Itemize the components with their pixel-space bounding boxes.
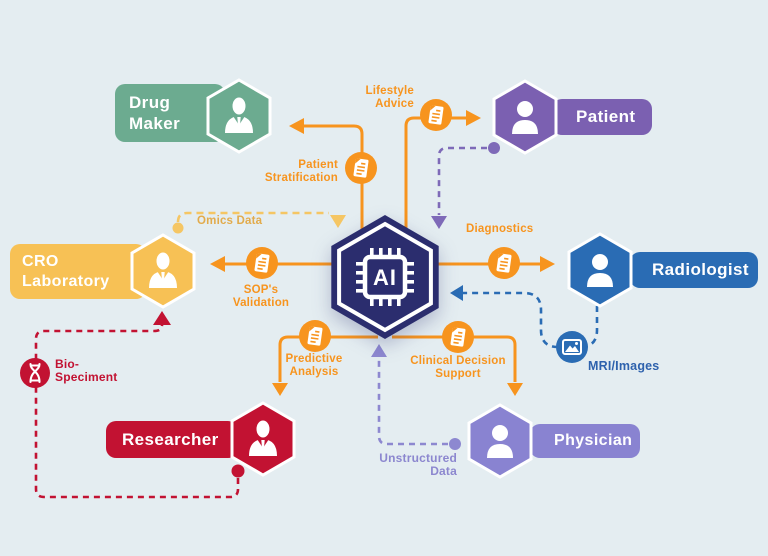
physician-hexagon <box>467 403 533 479</box>
bio-speciment-line <box>34 311 245 499</box>
dna-icon <box>29 362 41 384</box>
arrowhead-down-icon <box>431 216 447 229</box>
person-icon <box>587 254 613 287</box>
lifestyle-advice-document-badge <box>419 98 453 137</box>
ai-hub-text: AI <box>373 265 397 290</box>
person-icon <box>512 101 538 134</box>
ai-chip-icon: AI <box>356 248 414 306</box>
drug-maker-label-line2: Maker <box>129 114 181 133</box>
diagnostics-document-badge <box>487 246 521 285</box>
unstructured-data-label: Unstructured Data <box>379 451 457 478</box>
patient-stratification-line <box>289 118 364 232</box>
arrowhead-left-icon <box>210 256 225 272</box>
arrowhead-right-icon <box>466 110 481 126</box>
mri-image-icon <box>562 339 582 355</box>
omics-data-label: Omics Data <box>197 215 263 227</box>
lifestyle-advice-line <box>404 110 481 230</box>
drug-maker-hexagon <box>206 78 272 154</box>
sops-validation-line <box>210 256 333 272</box>
document-icon <box>254 253 270 273</box>
bio-speciment-badge <box>20 358 50 393</box>
omics-data-line <box>172 211 346 234</box>
businessman-icon <box>249 420 277 456</box>
ai-hub-hexagon: AI <box>331 215 439 339</box>
mri-images-badge <box>555 330 589 369</box>
document-icon <box>307 326 323 346</box>
document-icon <box>496 253 512 273</box>
radiologist-label: Radiologist <box>630 252 758 288</box>
document-icon <box>428 105 444 125</box>
arrowhead-left-icon <box>289 118 304 134</box>
unstructured-data-line <box>371 344 461 450</box>
arrowhead-right-icon <box>540 256 555 272</box>
arrowhead-left-icon <box>450 285 463 301</box>
arrowhead-up-icon <box>153 311 171 325</box>
arrowhead-down-icon <box>272 383 288 396</box>
predictive-analysis-label: Predictive Analysis <box>285 353 343 378</box>
person-icon <box>487 425 513 458</box>
lifestyle-advice-label: Lifestyle Advice <box>365 85 414 110</box>
businessman-icon <box>149 252 177 288</box>
clinical-decision-support-document-badge <box>441 320 475 359</box>
physician-label: Physician <box>530 424 640 458</box>
diagnostics-label: Diagnostics <box>466 223 534 235</box>
mri-images-line <box>450 285 599 349</box>
clinical-decision-support-line <box>392 335 523 396</box>
mri-images-label: MRI/Images <box>588 359 660 373</box>
researcher-hexagon <box>230 401 296 477</box>
predictive-analysis-line <box>272 335 378 396</box>
patient-stratification-document-badge <box>344 151 378 190</box>
line-start-dot <box>172 222 184 234</box>
sops-validation-label: SOP's Validation <box>232 284 290 309</box>
sops-validation-document-badge <box>245 246 279 285</box>
arrowhead-down-icon <box>330 215 346 228</box>
document-icon <box>450 327 466 347</box>
line-start-dot <box>231 464 245 478</box>
businessman-icon <box>225 97 253 133</box>
patient-data-line <box>431 142 500 229</box>
predictive-analysis-document-badge <box>298 319 332 358</box>
radiologist-hexagon <box>567 232 633 308</box>
line-start-dot <box>488 142 500 154</box>
cro-laboratory-hexagon <box>130 233 196 309</box>
patient-stratification-label: Patient Stratification <box>264 159 338 184</box>
patient-hexagon <box>492 79 558 155</box>
arrowhead-up-icon <box>371 344 387 357</box>
patient-label: Patient <box>552 99 652 135</box>
bio-speciment-label: Bio- Speciment <box>55 357 118 384</box>
document-icon <box>353 158 369 178</box>
researcher-label: Researcher <box>106 421 238 458</box>
arrowhead-down-icon <box>507 383 523 396</box>
clinical-decision-support-label: Clinical Decision Support <box>410 355 506 380</box>
drug-maker-label-line1: Drug <box>129 93 171 112</box>
line-start-dot <box>449 438 461 450</box>
cro-laboratory-label: CRO Laboratory <box>10 244 146 299</box>
